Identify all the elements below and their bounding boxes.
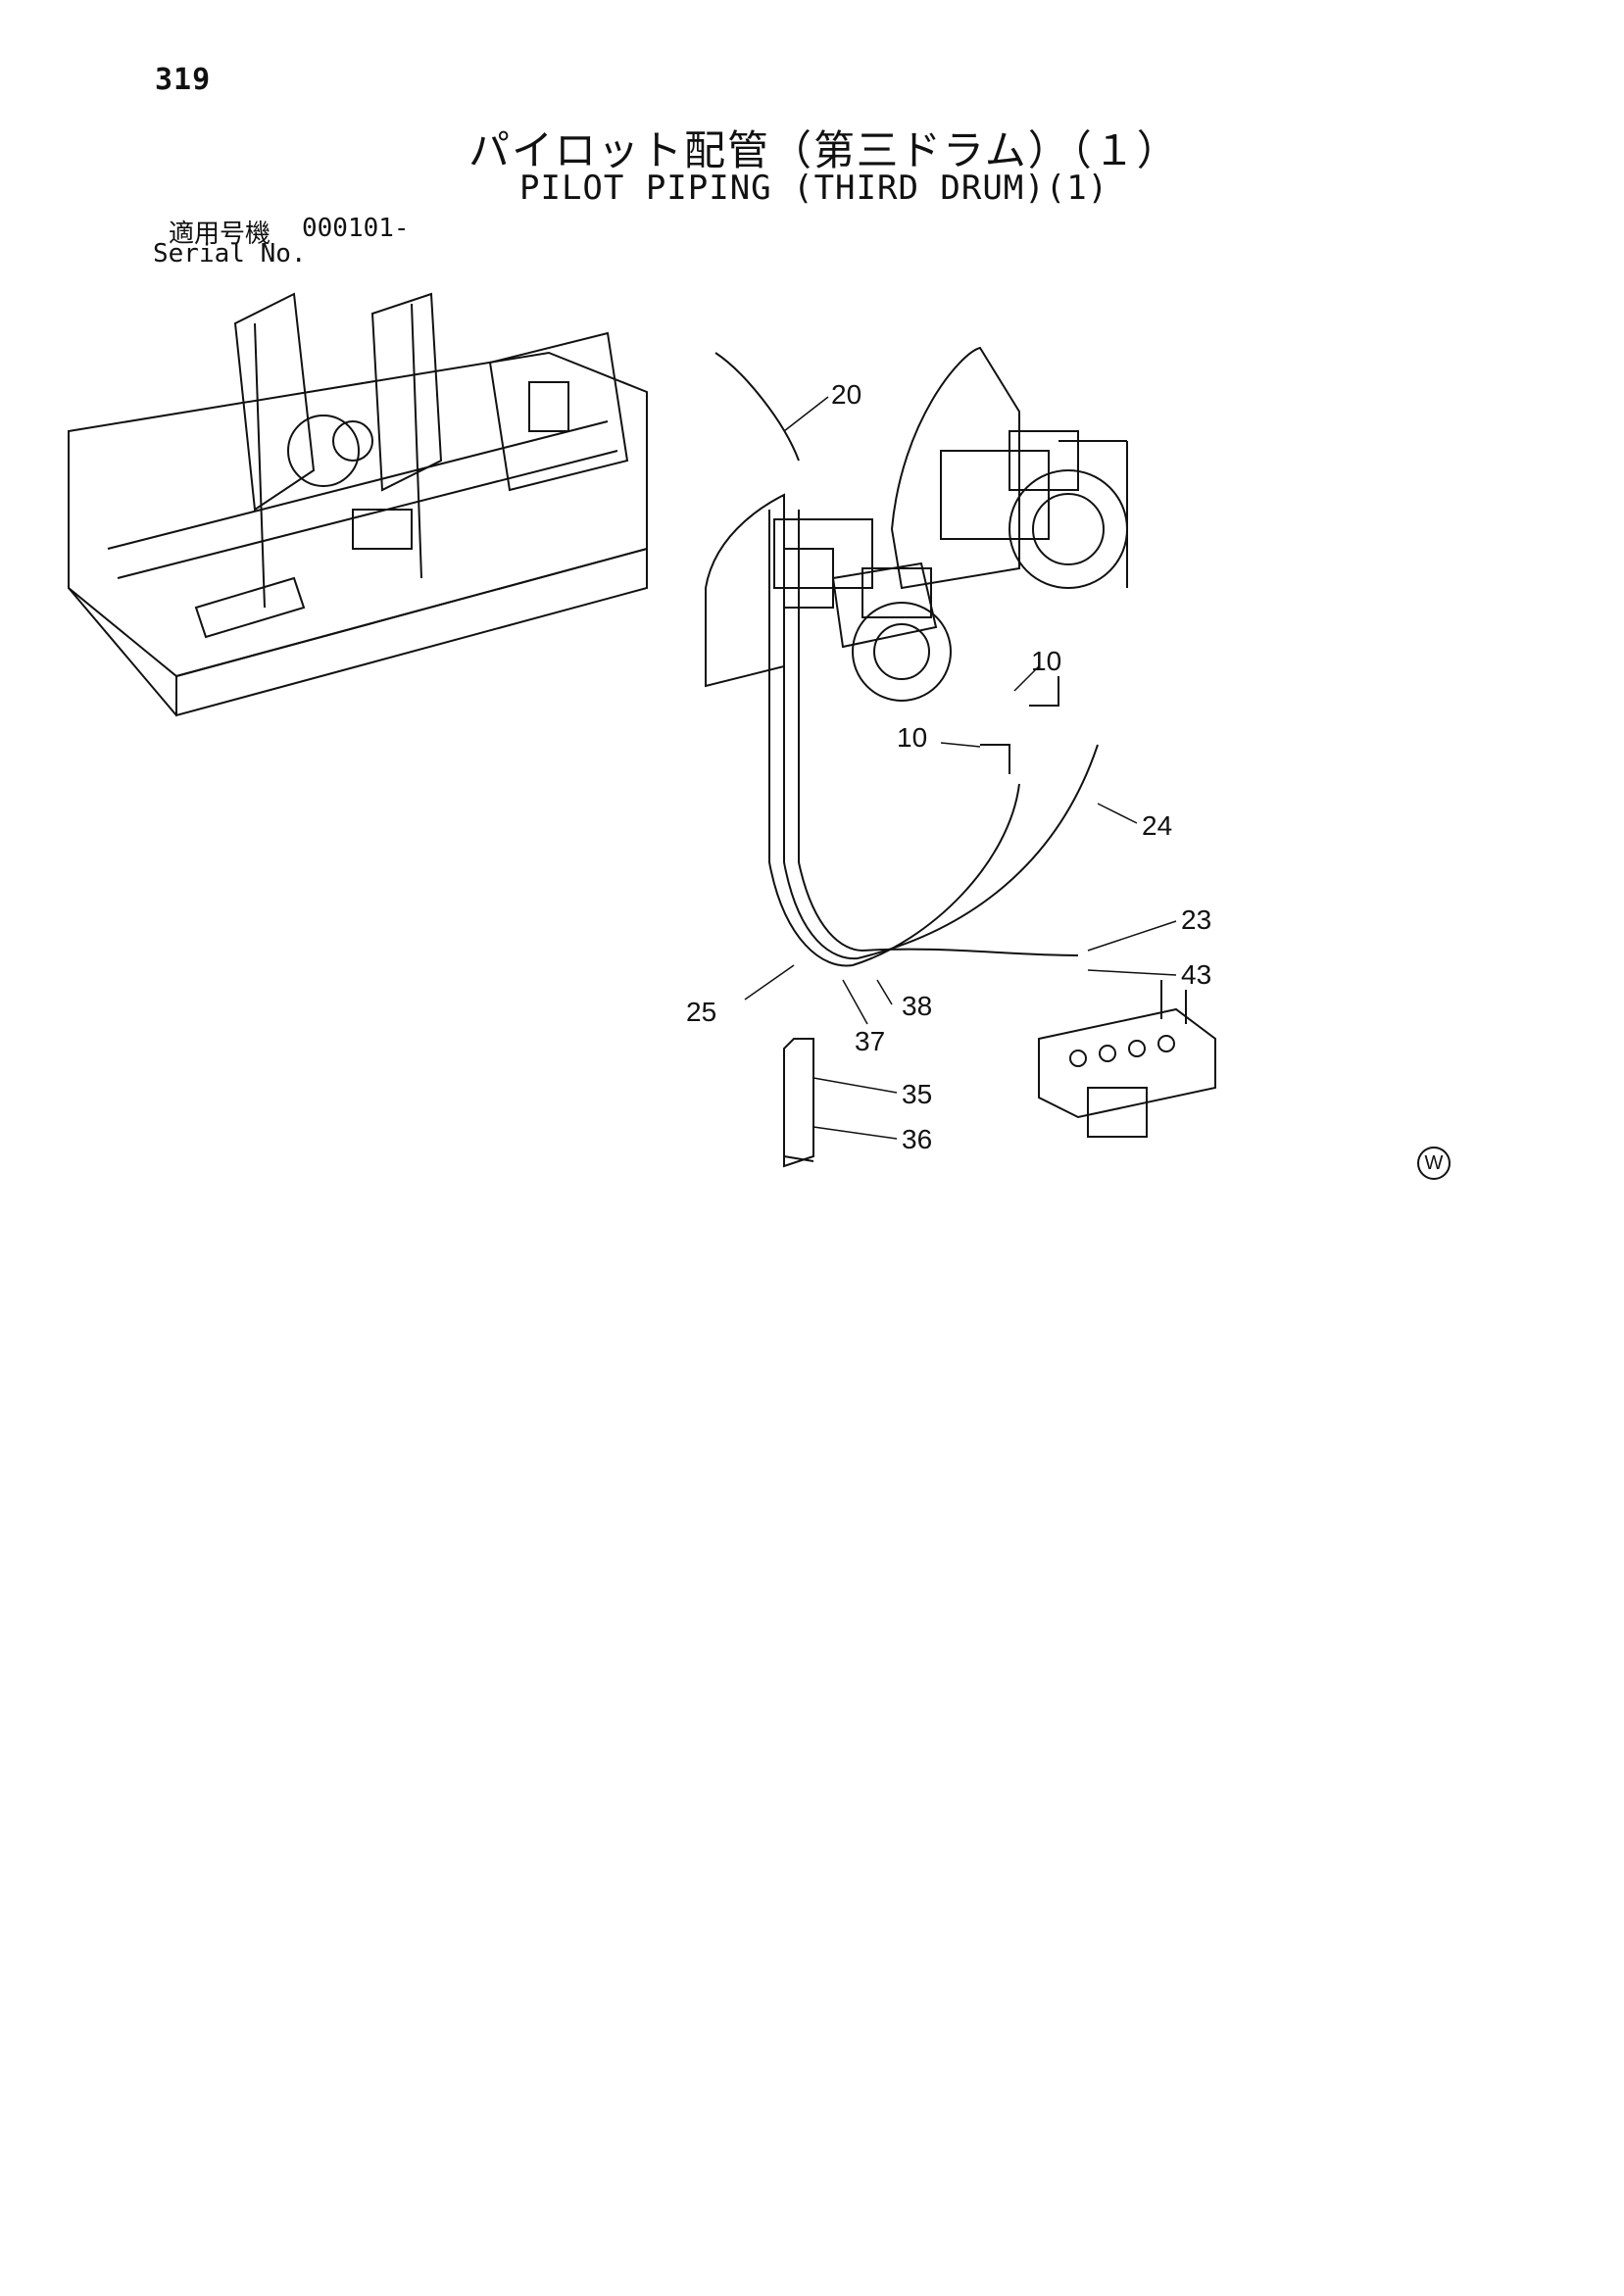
callout-20: 20 [831, 379, 861, 410]
pilot-hoses-drawing [714, 352, 1099, 967]
bracket-drawing [783, 1038, 814, 1168]
drum-motor-left-drawing [705, 493, 952, 702]
overview-frame-drawing [68, 292, 648, 717]
serial-label-japanese: 適用号機 [169, 220, 271, 249]
page-number: 319 [155, 63, 212, 97]
control-valve-drawing [1038, 980, 1216, 1138]
callout-36: 36 [902, 1124, 932, 1154]
callout-23: 23 [1181, 904, 1211, 935]
callout-10-lower: 10 [897, 722, 927, 753]
page-title-japanese: パイロット配管（第三ドラム）（１） [468, 126, 1180, 174]
callout-10-upper: 10 [1031, 646, 1061, 676]
callout-37: 37 [855, 1026, 885, 1056]
callout-24: 24 [1142, 810, 1172, 841]
drum-motor-right-drawing [890, 346, 1128, 590]
callout-25: 25 [686, 997, 716, 1027]
serial-label-english: Serial No. [153, 239, 307, 269]
circled-w-mark: W [1417, 1147, 1451, 1180]
callout-38: 38 [902, 991, 932, 1021]
page-title-english: PILOT PIPING (THIRD DRUM)(1) [519, 169, 1109, 208]
callout-35: 35 [902, 1079, 932, 1109]
serial-number-value: 000101- [302, 214, 410, 243]
leader-lines [744, 396, 1177, 1140]
callout-43: 43 [1181, 959, 1211, 990]
